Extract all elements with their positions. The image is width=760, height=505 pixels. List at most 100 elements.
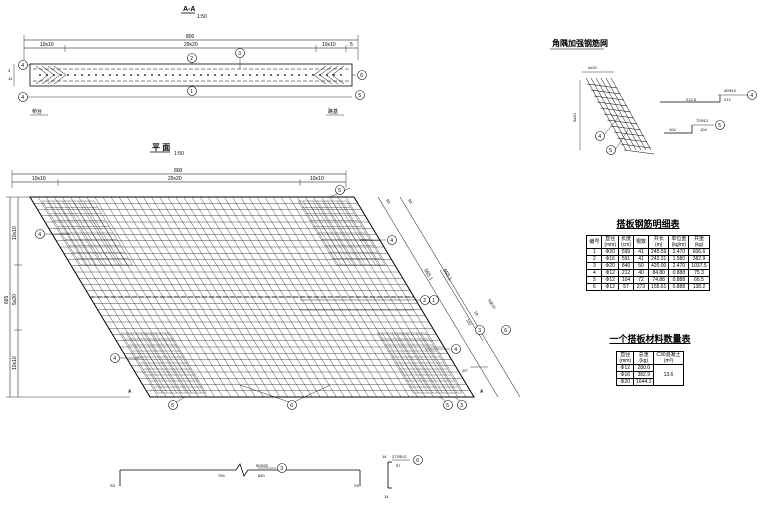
aa-dim-total: 800: [186, 34, 195, 40]
material-table-header-cell: C30混凝土 (m³): [653, 351, 684, 365]
bar-dot: [144, 74, 146, 76]
mesh-bar-transverse: [127, 196, 248, 398]
table-cell: 382.9: [688, 255, 710, 263]
table-cell: 104: [618, 276, 635, 284]
table-cell: 13.6: [653, 364, 684, 386]
material-table-header-cell: 总重 (kg): [633, 351, 655, 365]
table-cell: 606.6: [688, 248, 710, 256]
corner-patch-bar: [391, 332, 428, 394]
bar-dot: [158, 74, 160, 76]
bar4-label: 40Φ12: [724, 88, 737, 93]
plan-rebar-mesh: [29, 196, 475, 398]
table-cell: 212: [618, 269, 635, 277]
detail-bar: [590, 77, 632, 151]
corner-patch-bar: [41, 200, 81, 266]
section-aa: A-A 1:50 800 10x10 29x20 10x10 5 3 12: [8, 6, 367, 116]
svg-text:4: 4: [38, 232, 41, 238]
bar3-end-a: S3: [110, 483, 116, 488]
rebar-table-header-cell: 编号: [586, 235, 603, 249]
table-cell: 50: [633, 262, 650, 270]
svg-text:6: 6: [360, 73, 363, 79]
aa-bar-dots: [39, 74, 342, 76]
plan-scale: 1:50: [174, 151, 184, 157]
mesh-bar-transverse: [118, 196, 240, 398]
corner-patch-bar: [341, 200, 381, 266]
plan-angle: 20°: [462, 368, 468, 373]
bar4-shape: [660, 95, 721, 103]
bar-dot: [74, 74, 76, 76]
table-cell: 273: [633, 283, 650, 291]
plan-callout-4-right-top: 4: [387, 235, 397, 245]
aa-callout-2: 2: [187, 53, 197, 63]
plan-callout-5-bottom-left: 5: [168, 400, 178, 410]
svg-text:5: 5: [358, 93, 361, 99]
corner-patch-bar: [164, 332, 202, 394]
corner-patch-bar: [145, 332, 182, 394]
bar5-label: 72Φ12: [696, 118, 709, 123]
bar-dot: [60, 74, 62, 76]
plan-callout-6-bottom: 6: [287, 400, 297, 410]
mesh-bar-transverse: [224, 196, 345, 398]
material-table-title: 一个搭板材料数量表: [609, 334, 691, 344]
svg-text:5: 5: [446, 403, 449, 409]
corner-patch-bar: [322, 200, 361, 266]
svg-text:4: 4: [598, 134, 601, 140]
plan-callout-5-top: 5: [335, 185, 345, 195]
corner-patch-bar: [57, 200, 97, 266]
detail-bar: [593, 95, 625, 101]
table-cell: 3: [586, 262, 603, 270]
corner-patch-bar: [155, 332, 192, 394]
bar6-detail: 273Φ12 57 14 14 6: [382, 454, 423, 499]
table-cell: Φ12: [601, 283, 620, 291]
bar-dot: [123, 74, 125, 76]
aa-callout-5: 5: [355, 90, 365, 100]
corner-patch-bar: [312, 200, 352, 266]
plan-dim-diag-e: 18: [473, 310, 480, 317]
plan-dim-diag-c: 100: [465, 318, 473, 327]
table-cell: 2: [586, 255, 603, 263]
aa-right-chevrons: [313, 65, 345, 85]
detail-bar: [600, 107, 631, 113]
detail-bar: [623, 149, 655, 155]
table-cell: 0.888: [668, 283, 690, 291]
corner-mesh-height: 5x20: [572, 113, 577, 122]
corner-mesh-title: 角隅加强钢筋网: [552, 38, 608, 48]
svg-text:4: 4: [21, 63, 24, 69]
corner-patch-bar: [126, 332, 163, 394]
rebar-table-header-cell: 直径 (mm): [601, 235, 620, 249]
aa-dim-right: 10x10: [322, 42, 336, 48]
aa-dim-height-b: 12: [8, 76, 13, 81]
table-cell: 382.9: [633, 371, 655, 379]
aa-label-roadbed: 路基: [328, 108, 338, 115]
bar-dot: [186, 74, 188, 76]
svg-text:5: 5: [171, 403, 174, 409]
table-cell: Φ16: [601, 255, 620, 263]
corner-patch-bar: [331, 200, 371, 266]
aa-dim-height-a: 3: [8, 68, 11, 73]
table-cell: 0.888: [668, 276, 690, 284]
material-table-header: 直径 (mm)总重 (kg)C30混凝土 (m³): [616, 351, 684, 365]
bar-dot: [249, 74, 251, 76]
bar-dot: [39, 74, 41, 76]
bar-dot: [312, 74, 314, 76]
plan-dim-left-b: 5x20: [12, 294, 18, 305]
detail-bar: [620, 143, 651, 149]
table-cell: 155.61: [648, 283, 670, 291]
table-cell: Φ20: [601, 262, 620, 270]
table-cell: 138.2: [688, 283, 710, 291]
svg-text:4: 4: [113, 356, 116, 362]
corner-patch-bar: [386, 332, 424, 394]
detail-bar: [597, 101, 628, 107]
corner-callout-5: 5: [606, 145, 616, 155]
bar6-end-b: 14: [384, 494, 389, 499]
table-cell: Φ12: [616, 364, 635, 372]
bar-dot: [116, 74, 118, 76]
aa-left-chevrons: [35, 65, 67, 85]
bar-dot: [109, 74, 111, 76]
bar-dot: [235, 74, 237, 76]
corner-patch-bar: [297, 200, 337, 266]
corner-patch-bar: [140, 332, 177, 394]
